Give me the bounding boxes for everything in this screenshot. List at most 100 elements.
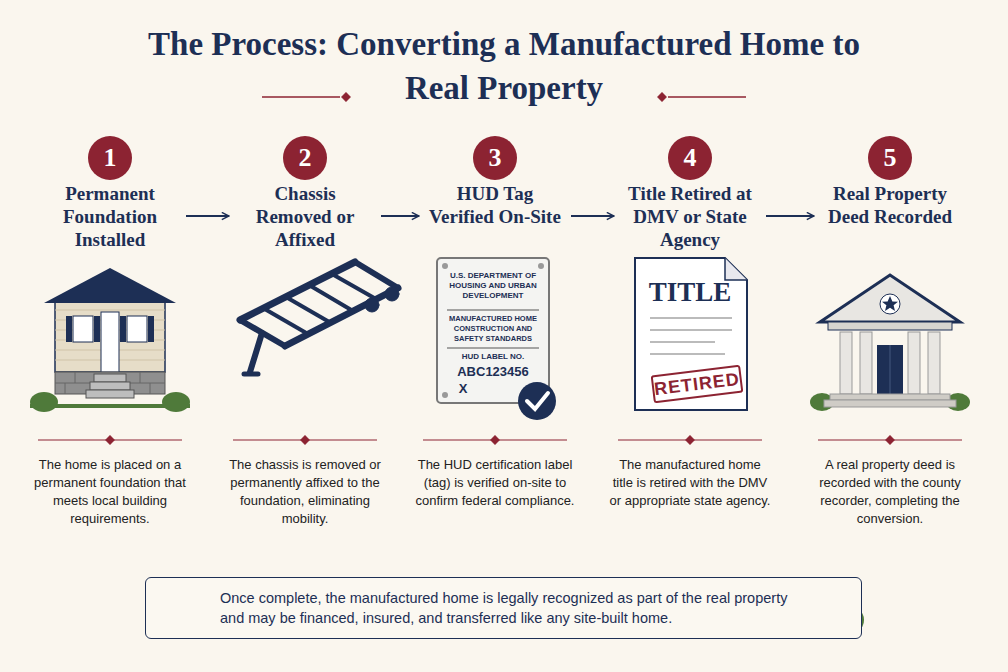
chassis-illustration [240,262,399,374]
house-illustration-part [66,316,72,342]
step-description: The home is placed on a permanent founda… [29,456,191,528]
hud-tag-illustration-part [518,382,556,420]
house-illustration-part [94,316,100,342]
courthouse-illustration-part [820,275,960,322]
house-illustration-part [86,390,134,398]
hud-tag-illustration-part [447,348,539,349]
title-document-illustration-part-part [650,353,725,355]
hud-tag-text: U.S. DEPARTMENT OF HOUSING AND URBAN DEV… [443,271,543,301]
step-column: 4Title Retired at DMV or State AgencyThe… [595,136,785,536]
hud-tag-text: HUD LABEL NO. [443,352,543,362]
step-column: 1Permanent Foundation InstalledThe home … [15,136,205,536]
step-dividers [38,436,962,444]
courthouse-illustration-part [860,332,872,394]
courthouse-illustration-part [928,332,940,394]
house-illustration-part [44,268,176,303]
hud-tag-text: X [443,381,483,396]
house-illustration [30,268,190,412]
step-column: 2Chassis Removed or AffixedThe chassis i… [210,136,400,536]
chassis-illustration-part [286,297,331,323]
title-document-illustration-part [650,318,732,354]
step-number: 3 [473,136,517,180]
hud-tag-illustration [437,258,556,420]
step-description: A real property deed is recorded with th… [809,456,971,528]
step-number: 4 [668,136,712,180]
hud-tag-text: ABC123456 [443,364,543,379]
title-document-illustration-part [725,258,747,280]
step-column: 5Real Property Deed Recorded A real prope… [795,136,985,536]
step-heading: Real Property Deed Recorded [820,182,960,228]
house-illustration-part [73,316,93,342]
house-illustration-part [101,312,119,372]
courthouse-illustration [810,275,970,411]
chassis-illustration-part [250,333,262,372]
chassis-illustration-part [309,285,353,311]
step-description: The manufactured home title is retired w… [609,456,771,510]
chassis-illustration-part [240,262,355,320]
hud-tag-illustration-part [437,258,549,403]
house-illustration-part [94,374,126,382]
hud-tag-illustration-part [447,310,539,311]
house-illustration-part [162,392,190,412]
flow-arrow [186,215,229,217]
title-document-illustration-part [635,258,747,410]
chassis-illustration-part [365,298,379,312]
note-box: Once complete, the manufactured home is … [145,577,862,639]
chassis-illustration-part [285,288,398,346]
house-illustration-part-part [140,372,141,383]
step-heading: Title Retired at DMV or State Agency [620,182,760,251]
courthouse-illustration-part [828,322,952,330]
step-heading: Chassis Removed or Affixed [235,182,375,251]
step-heading: HUD Tag Verified On-Site [425,182,565,228]
title-ornament-part [262,96,340,98]
flow-arrow [381,215,419,217]
document-heading: TITLE [640,276,740,308]
step-description: The chassis is removed or permanently af… [224,456,386,528]
courthouse-illustration-part [882,296,898,311]
house-illustration-part [90,382,130,390]
step-heading: Permanent Foundation Installed [40,182,180,251]
chassis-illustration-part [385,287,399,301]
house-illustration-part [30,392,58,412]
house-illustration-part-part [65,383,66,394]
house-illustration-part [30,404,190,408]
house-illustration-part [148,316,154,342]
step-dividers-part [491,436,499,444]
title-document-illustration [635,258,747,410]
hud-tag-illustration-part [527,393,548,409]
page-title: The Process: Converting a Manufactured H… [134,22,874,110]
hud-tag-illustration-part [442,263,448,269]
courthouse-illustration-part [840,332,852,394]
step-number: 2 [283,136,327,180]
chassis-illustration-part [244,372,258,377]
title-ornament-part [658,93,666,101]
chassis-illustration-part [263,308,308,334]
step-dividers-part [686,436,694,444]
courthouse-illustration-part [908,332,920,394]
courthouse-illustration-part [830,394,950,400]
hud-tag-illustration-part [538,263,544,269]
courthouse-illustration-part [877,345,903,394]
house-illustration-part-part [55,310,165,311]
title-ornament-part [668,96,746,98]
house-illustration-part [127,316,147,342]
courthouse-illustration-part [824,400,956,407]
house-illustration-part [55,300,165,372]
chassis-illustration-part [332,274,376,299]
title-ornament-part [342,93,350,101]
note-text: Once complete, the manufactured home is … [220,588,797,628]
house-illustration-part-part [150,383,151,394]
step-dividers-part [106,436,114,444]
step-dividers-part [301,436,309,444]
chassis-illustration-part [355,262,398,288]
step-number: 1 [88,136,132,180]
step-dividers-part [886,436,894,444]
title-document-illustration-part-part [650,329,732,331]
step-number: 5 [868,136,912,180]
courthouse-illustration-part [890,345,891,394]
courthouse-illustration-part [880,294,900,314]
hud-tag-text: MANUFACTURED HOME CONSTRUCTION AND SAFET… [443,314,543,344]
flow-arrow [766,215,814,217]
house-illustration-part [120,316,126,342]
house-illustration-part-part [75,372,76,383]
